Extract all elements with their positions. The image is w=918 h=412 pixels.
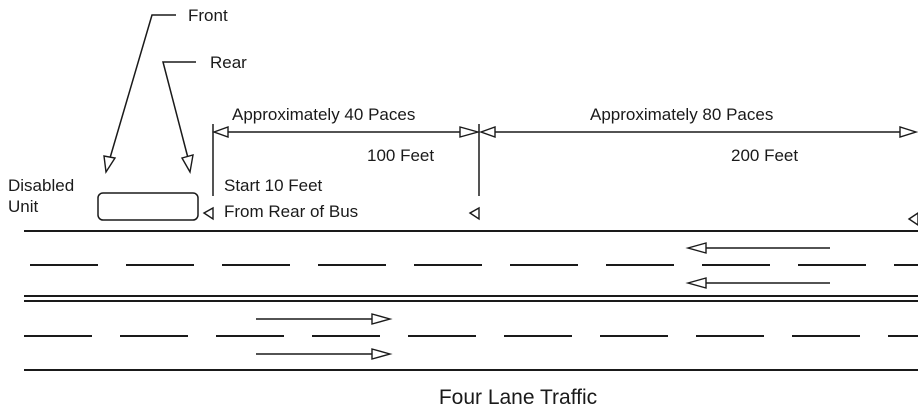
dimension-arrow-80-paces <box>478 126 918 138</box>
feet-200-label: 200 Feet <box>731 146 798 165</box>
approx-80-paces-label: Approximately 80 Paces <box>590 105 773 124</box>
start-note-line2: From Rear of Bus <box>224 202 358 221</box>
diagram-caption: Four Lane Traffic <box>439 386 597 409</box>
approx-40-paces-label: Approximately 40 Paces <box>232 105 415 124</box>
traffic-arrow-right-1 <box>256 313 393 325</box>
front-label: Front <box>188 6 228 25</box>
marker-triangle-3 <box>907 212 918 226</box>
rear-label: Rear <box>210 53 247 72</box>
traffic-arrow-left-1 <box>685 242 830 254</box>
marker-triangle-2 <box>468 206 480 221</box>
rear-leader <box>162 61 196 175</box>
front-leader <box>103 14 176 175</box>
marker-triangle-1 <box>202 206 214 221</box>
traffic-arrow-right-2 <box>256 348 393 360</box>
disabled-unit-label-line1: Disabled <box>8 176 74 195</box>
disabled-unit-label-line2: Unit <box>8 197 39 216</box>
dimension-arrow-40-paces <box>211 126 481 138</box>
traffic-arrow-left-2 <box>685 277 830 289</box>
feet-100-label: 100 Feet <box>367 146 434 165</box>
disabled-unit-vehicle <box>97 192 199 221</box>
start-note-line1: Start 10 Feet <box>224 176 323 195</box>
